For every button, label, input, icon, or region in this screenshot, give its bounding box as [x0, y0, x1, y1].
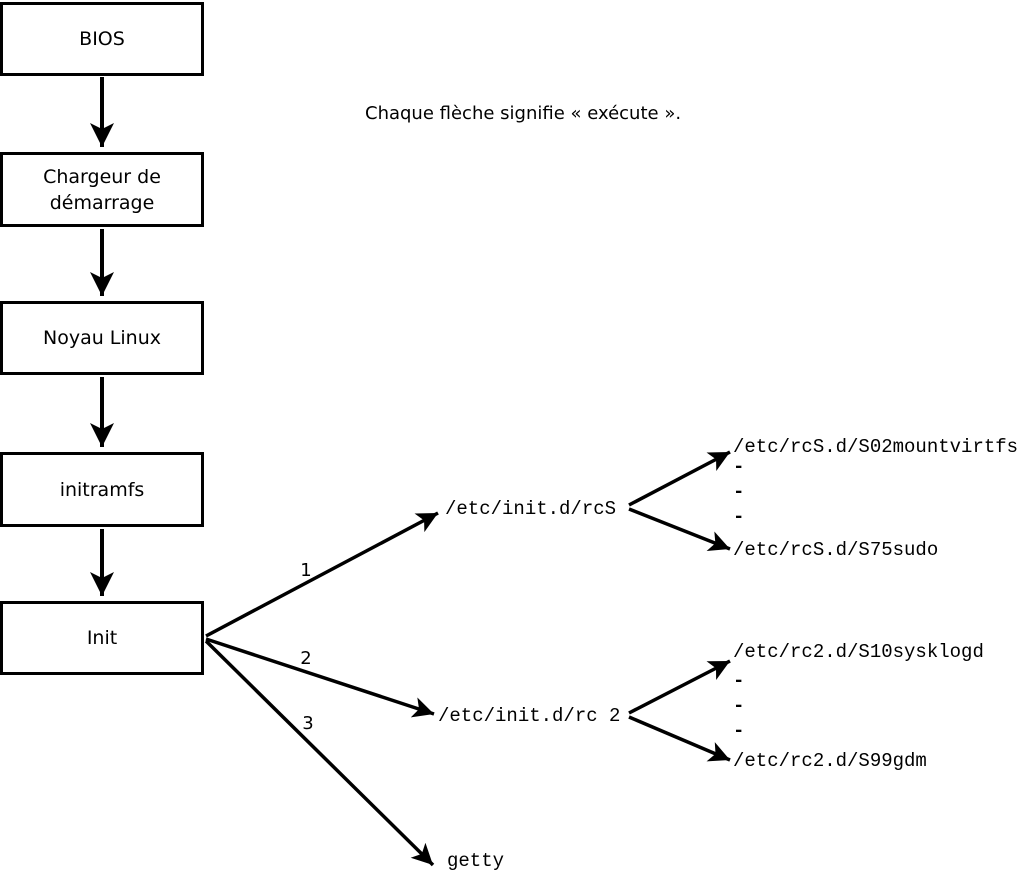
label-rc2-last-script: /etc/rc2.d/S99gdm — [733, 750, 927, 772]
arrow-init-to-rcs — [205, 511, 439, 638]
box-kernel-label: Noyau Linux — [43, 327, 161, 349]
box-bootloader: Chargeur de démarrage — [0, 152, 204, 227]
arrow-rc2-to-s10sysklogd — [628, 659, 731, 715]
box-init-label: Init — [86, 627, 118, 649]
label-rcs-last-script: /etc/rcS.d/S75sudo — [733, 539, 939, 561]
arrow-init-to-rc2 — [205, 637, 435, 718]
box-initramfs: initramfs — [0, 452, 204, 527]
arrow-rcs-to-s02mountvirtfs — [628, 450, 731, 507]
box-init: Init — [0, 601, 204, 675]
rcs-scripts-ellipsis: - - - — [733, 456, 745, 528]
label-init-d-rcs: /etc/init.d/rcS — [445, 498, 617, 520]
box-kernel: Noyau Linux — [0, 301, 204, 375]
rc2-scripts-ellipsis: - - - — [733, 670, 745, 742]
legend-note: Chaque flèche signifie « exécute ». — [365, 103, 682, 124]
arrow-init-to-getty — [204, 639, 435, 867]
label-rcs-first-script: /etc/rcS.d/S02mountvirtfs — [733, 436, 1019, 458]
order-label-1: 1 — [300, 560, 312, 581]
arrow-rcs-to-s75sudo — [628, 507, 731, 552]
order-label-2: 2 — [300, 648, 312, 669]
label-rc2-first-script: /etc/rc2.d/S10sysklogd — [733, 641, 984, 663]
box-bootloader-label: Chargeur de démarrage — [43, 165, 161, 214]
box-bios: BIOS — [0, 2, 204, 76]
label-init-d-rc2: /etc/init.d/rc 2 — [438, 705, 621, 727]
arrow-rc2-to-s99gdm — [628, 715, 731, 762]
box-bios-label: BIOS — [79, 28, 125, 50]
label-getty: getty — [447, 850, 505, 872]
box-initramfs-label: initramfs — [59, 478, 145, 501]
order-label-3: 3 — [302, 713, 314, 734]
